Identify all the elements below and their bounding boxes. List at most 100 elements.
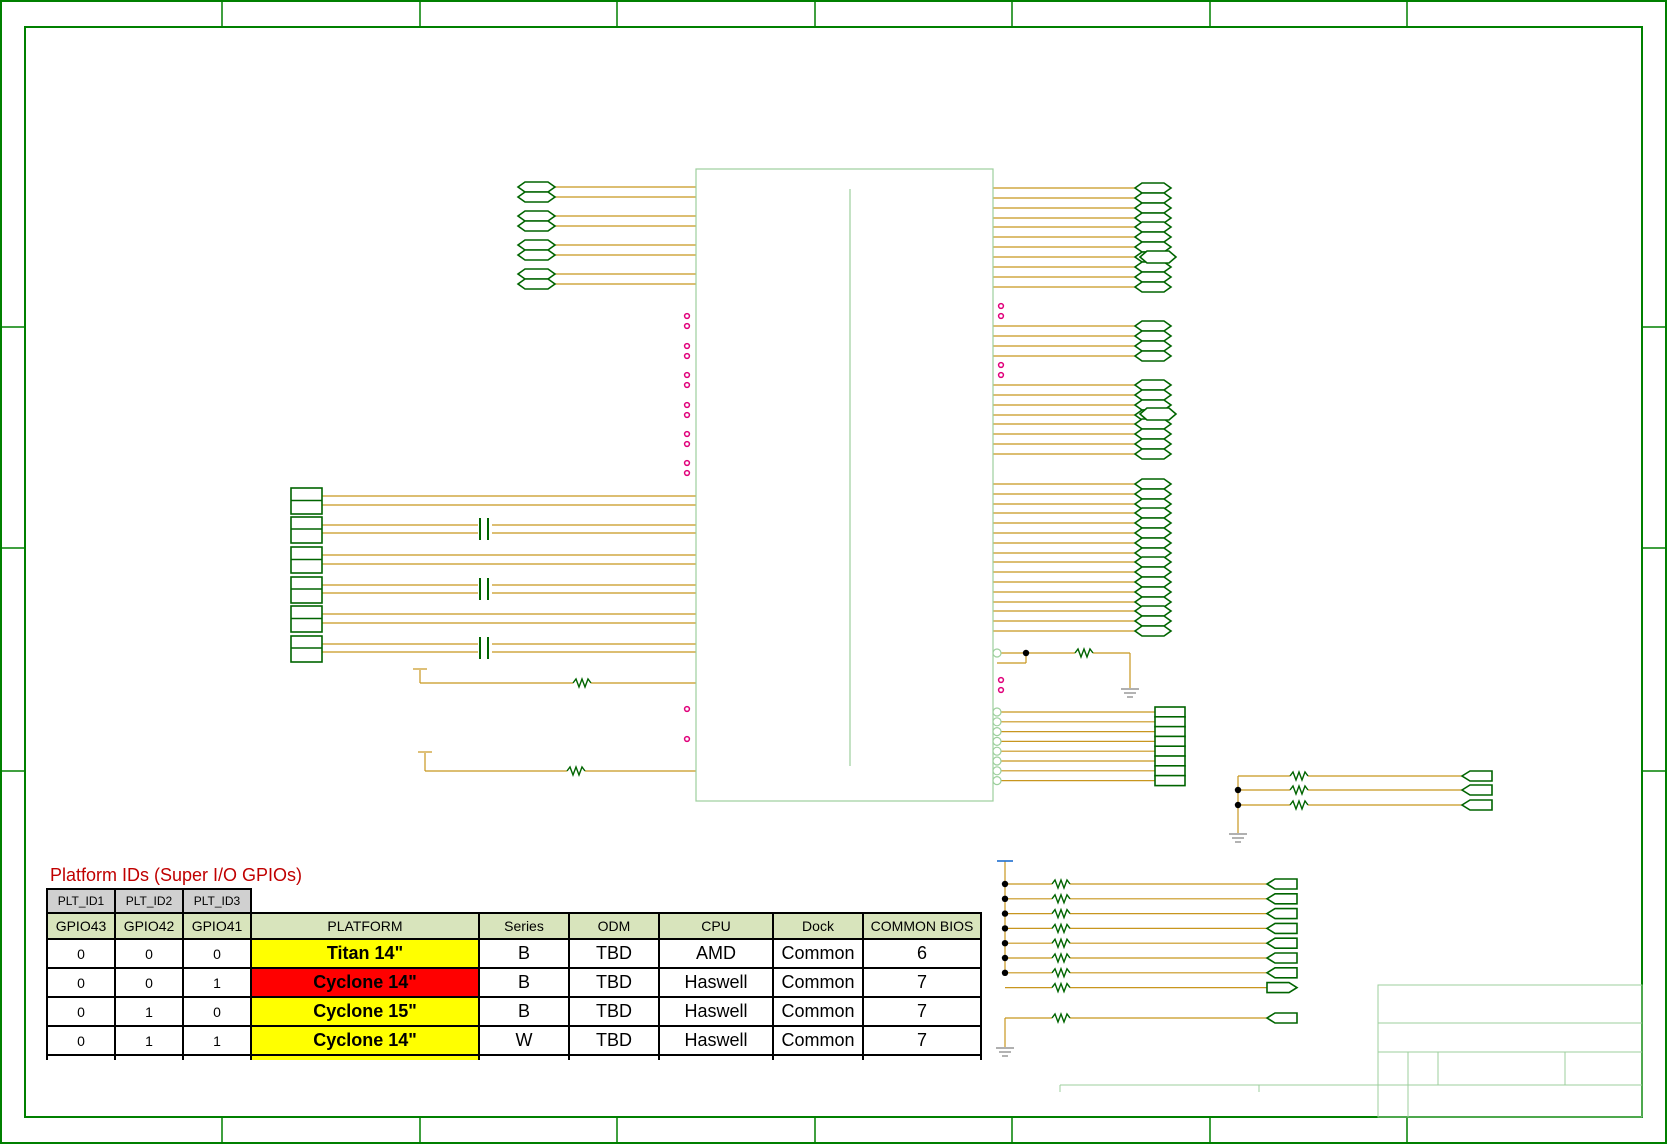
gpio42-cell: 1 [114, 1025, 184, 1056]
id-label-row: PLT_ID1 PLT_ID2 PLT_ID3 [46, 888, 981, 914]
port-symbol [1265, 878, 1298, 890]
no-connect [683, 705, 691, 713]
header-cell: PLATFORM [250, 912, 480, 940]
bios-cell: 6 [862, 938, 982, 969]
resistor [1289, 784, 1309, 796]
resistor [1289, 770, 1309, 782]
pin-bubble [992, 707, 1002, 717]
id-label: PLT_ID1 [46, 888, 116, 914]
port-symbol [1265, 907, 1298, 920]
port-symbol [1460, 770, 1493, 782]
no-connect-markers [683, 302, 1005, 743]
gpio42-cell: 0 [114, 967, 184, 998]
platform-cell: Titan 14" [250, 938, 480, 969]
port-symbol [1133, 340, 1173, 352]
port-symbol [1133, 221, 1173, 233]
resistor [1074, 647, 1094, 659]
platform-id-grid: PLT_ID1 PLT_ID2 PLT_ID3 GPIO43 GPIO42 GP… [46, 888, 982, 1060]
pin-bubble [992, 717, 1002, 727]
no-connect [683, 401, 691, 409]
gpio41-cell: 0 [182, 938, 252, 969]
port-symbol [1265, 892, 1298, 905]
cut-cell [182, 1054, 252, 1060]
gpio42-cell: 1 [114, 996, 184, 1027]
port-symbol [516, 239, 557, 251]
resistor [1051, 878, 1071, 890]
pin-bubble [992, 736, 1002, 747]
header-cell: CPU [658, 912, 774, 940]
cut-cell [658, 1054, 774, 1060]
header-cell: GPIO43 [46, 912, 116, 940]
pin-bubble [992, 756, 1002, 766]
no-connect [683, 381, 691, 389]
gpio43-cell: 0 [46, 1025, 116, 1056]
junction-dot [1234, 786, 1242, 794]
title-block [1059, 984, 1643, 1118]
port-symbol [1133, 379, 1173, 391]
no-connect [683, 342, 691, 350]
bios-cell: 7 [862, 1025, 982, 1056]
no-connect [683, 352, 691, 360]
port-symbol [1133, 517, 1173, 529]
no-connect [997, 302, 1005, 310]
header-cell: ODM [568, 912, 660, 940]
no-connect [683, 459, 691, 467]
platform-cell: Cyclone 15" [250, 996, 480, 1027]
no-connect [683, 322, 691, 330]
pin-bubble [992, 726, 1002, 737]
junction-dot [1001, 969, 1009, 976]
gpio41-cell: 1 [182, 967, 252, 998]
series-cell: B [478, 996, 570, 1027]
dock-cell: Common [772, 938, 864, 969]
port-symbol [1154, 764, 1186, 777]
port-symbol [1133, 615, 1173, 627]
odm-cell: TBD [568, 938, 660, 969]
junction-dot [1001, 880, 1009, 888]
no-connect [683, 312, 691, 320]
cut-cell [568, 1054, 660, 1060]
cpu-cell: AMD [658, 938, 774, 969]
port-symbol [1460, 784, 1493, 796]
odm-cell: TBD [568, 967, 660, 998]
port-symbol [1133, 350, 1173, 362]
passive-components [478, 517, 1309, 1057]
junction-dot [1022, 649, 1030, 657]
no-connect [997, 361, 1005, 369]
dock-cell: Common [772, 967, 864, 998]
inner-border [24, 26, 1643, 1118]
gpio42-cell: 0 [114, 938, 184, 969]
resistor [1051, 892, 1071, 905]
port-symbol [1154, 725, 1186, 738]
port-symbol [1133, 281, 1173, 293]
port-symbol [1133, 389, 1173, 401]
dock-cell: Common [772, 1025, 864, 1056]
resistor [566, 765, 586, 777]
junction-dot [1234, 801, 1242, 809]
table-title: Platform IDs (Super I/O GPIOs) [50, 865, 303, 885]
platform-cell: Cyclone 14" [250, 1025, 480, 1056]
cpu-cell: Haswell [658, 996, 774, 1027]
header-cell: Dock [772, 912, 864, 940]
no-connect [997, 676, 1005, 684]
port-symbol [1154, 715, 1186, 728]
bios-cell: 7 [862, 996, 982, 1027]
port-symbol [516, 181, 557, 193]
port-symbol [1133, 231, 1173, 243]
port-symbol [1133, 488, 1173, 500]
platform-id-table: Platform IDs (Super I/O GPIOs) PLT_ID1 P… [46, 862, 986, 1060]
cut-cell [46, 1054, 116, 1060]
port-symbol [1265, 922, 1298, 935]
port-symbol [516, 191, 557, 203]
port-symbol [1133, 507, 1173, 519]
no-connect [683, 440, 691, 448]
id-label: PLT_ID3 [182, 888, 252, 914]
cut-cell [862, 1054, 982, 1060]
port-symbol [1138, 250, 1178, 264]
table-row: 0 1 0 Cyclone 15" B TBD Haswell Common 7 [46, 996, 982, 1027]
pin-bubble [992, 746, 1002, 756]
port-symbol [290, 635, 323, 663]
platform-cell: Cyclone 14" [250, 967, 480, 998]
port-symbol [1265, 937, 1298, 950]
